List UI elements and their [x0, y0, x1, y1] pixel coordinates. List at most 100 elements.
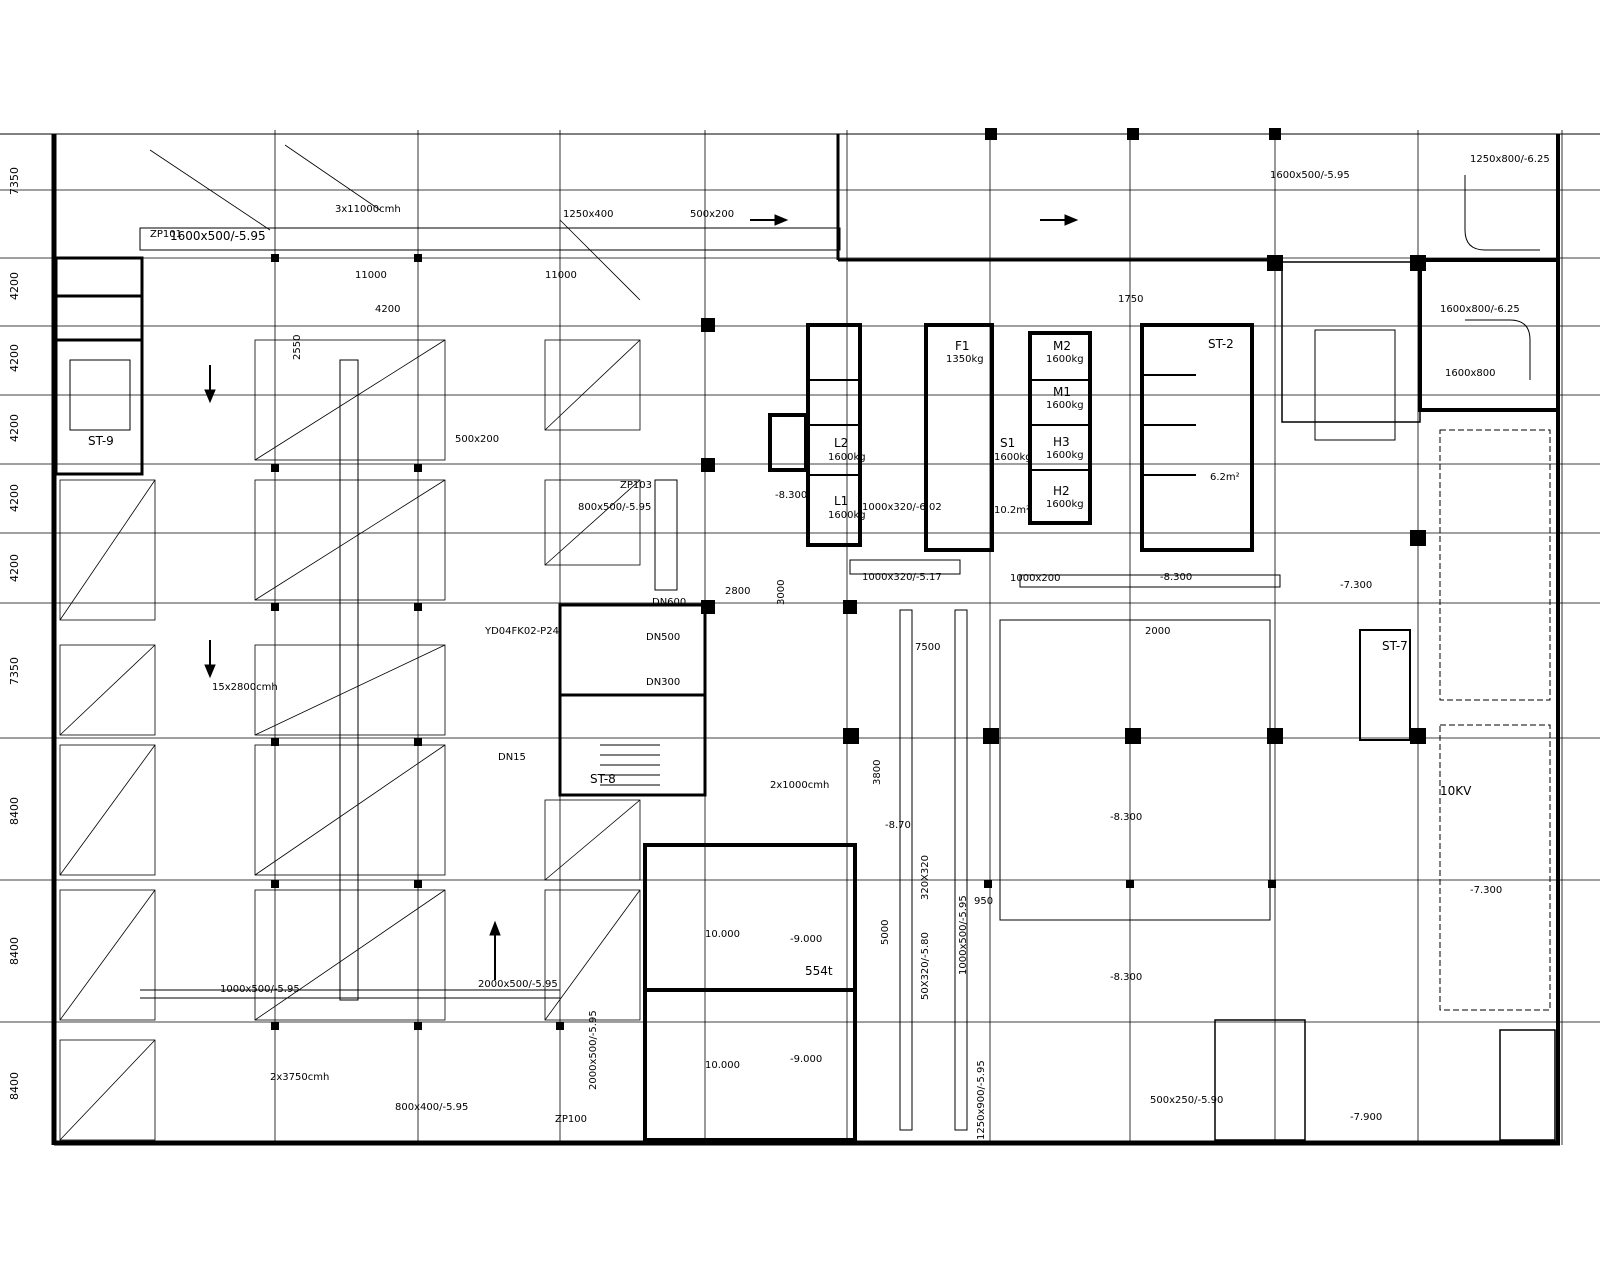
duct-label-15: 1000x500/-5.95 — [958, 895, 969, 975]
duct-label-11: 1000x320/-5.17 — [862, 572, 942, 583]
dim-label-8: 2000 — [1145, 626, 1170, 637]
room-labels: L2 1600kg L1 1600kg F1 1350kg M2 1600kg … — [88, 337, 1408, 786]
room-s1: S1 — [1000, 436, 1015, 450]
airflow-label-3: 2x1000cmh — [770, 780, 829, 791]
duct-label-7: 1600x800 — [1445, 368, 1495, 379]
water-tank-block — [643, 843, 857, 1142]
duct-label-10: 1000x320/-6.02 — [862, 502, 942, 513]
room-l1-cap: 1600kg — [828, 510, 866, 521]
duct-label-20: 320X320 — [920, 855, 931, 900]
duct-label-13: 1000x500/-5.95 — [220, 984, 300, 995]
left-dim-2: 4200 — [8, 344, 21, 372]
area-label-1: 10.2m² — [994, 505, 1030, 516]
center-elevator-core — [768, 323, 1254, 552]
duct-label-18: 1250x900/-5.95 — [976, 1060, 987, 1140]
dim-label-7: 3000 — [776, 580, 787, 605]
parking-stalls — [59, 144, 641, 1141]
room-h3: H3 — [1053, 435, 1070, 449]
dim-label-4: 2550 — [292, 335, 303, 360]
pipe-label-1: DN600 — [652, 597, 686, 608]
duct-label-2: 1600x500/-5.95 — [1270, 170, 1350, 181]
room-l2-cap: 1600kg — [828, 452, 866, 463]
room-m2-cap: 1600kg — [1046, 354, 1084, 365]
stair-8-block — [558, 603, 707, 797]
left-dimension-column: 7350 4200 4200 4200 4200 4200 7350 8400 … — [8, 167, 21, 1100]
room-m1: M1 — [1053, 385, 1071, 399]
duct-label-16: 800x400/-5.95 — [395, 1102, 468, 1113]
water-capacity: 554t — [805, 964, 833, 978]
pipe-label-2: DN500 — [646, 632, 680, 643]
stair-st2: ST-2 — [1208, 337, 1234, 351]
room-l2: L2 — [834, 436, 848, 450]
equip-label-2: ZP103 — [620, 480, 652, 491]
left-dim-7: 8400 — [8, 797, 21, 825]
left-dim-5: 4200 — [8, 554, 21, 582]
stair-st8: ST-8 — [590, 772, 616, 786]
duct-label-21: 2000x500/-5.95 — [588, 1010, 599, 1090]
left-dim-4: 4200 — [8, 484, 21, 512]
room-h2-cap: 1600kg — [1046, 499, 1084, 510]
stair-st9: ST-9 — [88, 434, 114, 448]
equip-label-3: ZP100 — [555, 1114, 587, 1125]
level-label-2: -8.300 — [1160, 572, 1192, 583]
outer-walls — [0, 133, 1600, 1146]
airflow-label-1: 3x11000cmh — [335, 204, 401, 215]
dim-label-11: 5000 — [880, 920, 891, 945]
room-f1: F1 — [955, 339, 970, 353]
direction-arrows — [204, 214, 1079, 980]
level-label-9: -9.000 — [790, 934, 822, 945]
level-label-4: -8.300 — [1110, 972, 1142, 983]
airflow-label-4: 2x3750cmh — [270, 1072, 329, 1083]
left-dim-9: 8400 — [8, 1072, 21, 1100]
left-dim-6: 7350 — [8, 657, 21, 685]
level-label-1: -8.300 — [775, 490, 807, 501]
left-core — [54, 256, 144, 476]
dim-label-2: 11000 — [545, 270, 577, 281]
level-label-11: 10.000 — [705, 929, 740, 940]
stair-st7: ST-7 — [1382, 639, 1408, 653]
dim-label-6: 2800 — [725, 586, 750, 597]
duct-label-8: 500x200 — [455, 434, 499, 445]
room-s1-cap: 1600kg — [994, 452, 1032, 463]
left-dim-0: 7350 — [8, 167, 21, 195]
duct-label-17: 500x250/-5.90 — [1150, 1095, 1223, 1106]
duct-label-12: 1000x200 — [1010, 573, 1060, 584]
equip-label-1: ZP101 — [150, 229, 182, 240]
duct-label-3: 1250x400 — [563, 209, 613, 220]
left-dim-1: 4200 — [8, 272, 21, 300]
level-label-6: -7.300 — [1470, 885, 1502, 896]
area-label-2: 6.2m² — [1210, 472, 1240, 483]
duct-runs — [139, 175, 1540, 1131]
duct-label-19: 50X320/-5.80 — [920, 932, 931, 1000]
kv-room-label: 10KV — [1440, 784, 1472, 798]
equip-label-4: YD04FK02-P24 — [484, 626, 559, 637]
duct-label-1: 1600x500/-5.95 — [170, 229, 266, 243]
room-h3-cap: 1600kg — [1046, 450, 1084, 461]
airflow-label-2: 15x2800cmh — [212, 682, 278, 693]
pipe-label-4: DN15 — [498, 752, 526, 763]
room-f1-cap: 1350kg — [946, 354, 984, 365]
level-label-3: -8.300 — [1110, 812, 1142, 823]
duct-label-14: 2000x500/-5.95 — [478, 979, 558, 990]
duct-label-4: 500x200 — [690, 209, 734, 220]
room-l1: L1 — [834, 494, 848, 508]
level-label-8: -8.70 — [885, 820, 911, 831]
pipe-label-3: DN300 — [646, 677, 680, 688]
room-h2: H2 — [1053, 484, 1070, 498]
duct-label-9: 800x500/-5.95 — [578, 502, 651, 513]
dim-label-1: 11000 — [355, 270, 387, 281]
annotation-labels: 1600x500/-5.95 1600x500/-5.95 1250x400 5… — [150, 154, 1550, 1140]
left-dim-8: 8400 — [8, 937, 21, 965]
right-rooms — [999, 258, 1560, 1141]
level-label-12: 10.000 — [705, 1060, 740, 1071]
level-label-5: -7.300 — [1340, 580, 1372, 591]
duct-label-5: 1250x800/-6.25 — [1470, 154, 1550, 165]
dim-label-3: 4200 — [375, 304, 400, 315]
room-m1-cap: 1600kg — [1046, 400, 1084, 411]
room-m2: M2 — [1053, 339, 1071, 353]
level-label-10: -9.000 — [790, 1054, 822, 1065]
dim-label-9: 7500 — [915, 642, 940, 653]
dim-label-5: 1750 — [1118, 294, 1143, 305]
columns — [271, 128, 1426, 1030]
